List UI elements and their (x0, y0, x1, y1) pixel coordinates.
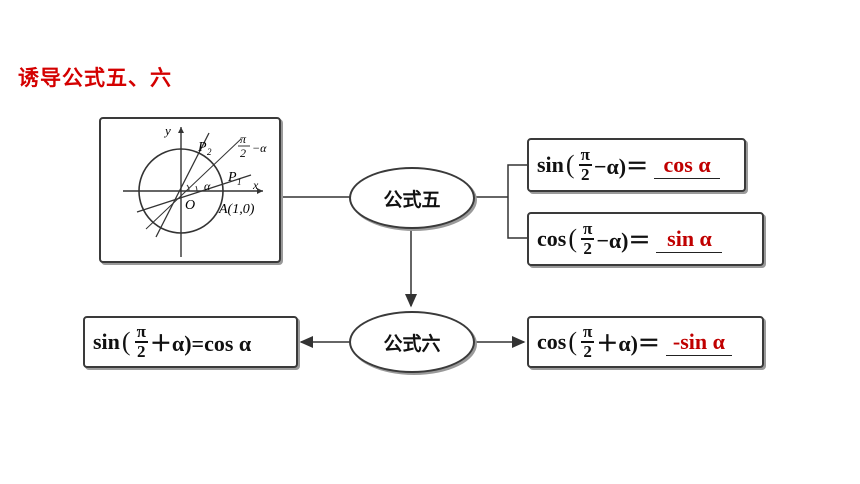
node-formula-five: 公式五 (349, 167, 475, 229)
label-p1: P (227, 170, 237, 185)
formula-1-rest: −α)＝ (593, 154, 649, 179)
formula-4-fn: sin (93, 329, 120, 354)
label-angle-den: 2 (240, 146, 246, 160)
label-o: O (185, 198, 195, 213)
label-a: A(1,0) (218, 202, 255, 217)
formula-1-fn: sin (537, 152, 564, 177)
label-alpha: α (204, 179, 211, 193)
formula-3-num: π (581, 322, 595, 343)
formula-1-den: 2 (581, 165, 590, 184)
page-title: 诱导公式五、六 (18, 66, 172, 90)
label-p2-sub: 2 (207, 147, 212, 157)
formula-2-answer: sin α (656, 226, 723, 253)
label-p1-sub: 1 (237, 177, 242, 187)
label-p2: P (197, 140, 207, 155)
formula-2-fn: cos (537, 226, 567, 251)
formula-2-rest: −α)＝ (596, 228, 651, 253)
formula-3-answer: -sin α (665, 329, 732, 356)
bracket-five (507, 164, 528, 239)
formula-2-den: 2 (583, 239, 592, 258)
label-x: x (252, 178, 259, 192)
formula-1-answer: cos α (654, 152, 721, 179)
label-angle-rest: −α (252, 141, 267, 155)
formula-4-den: 2 (137, 342, 146, 361)
formula-3-den: 2 (583, 342, 592, 361)
formula-4-num: π (134, 322, 148, 343)
formula-3-fn: cos (537, 329, 567, 354)
label-y: y (163, 123, 171, 138)
formula-2-num: π (581, 219, 595, 240)
unit-circle-figure: y x O A(1,0) P 1 P 2 α π 2 −α (99, 117, 281, 263)
formula-3-rest: ＋α)＝ (596, 331, 660, 356)
label-angle-num: π (240, 132, 247, 146)
node-formula-six: 公式六 (349, 311, 475, 373)
formula-4-rest: ＋α)=cos α (149, 331, 252, 356)
formula-1-num: π (578, 145, 592, 166)
